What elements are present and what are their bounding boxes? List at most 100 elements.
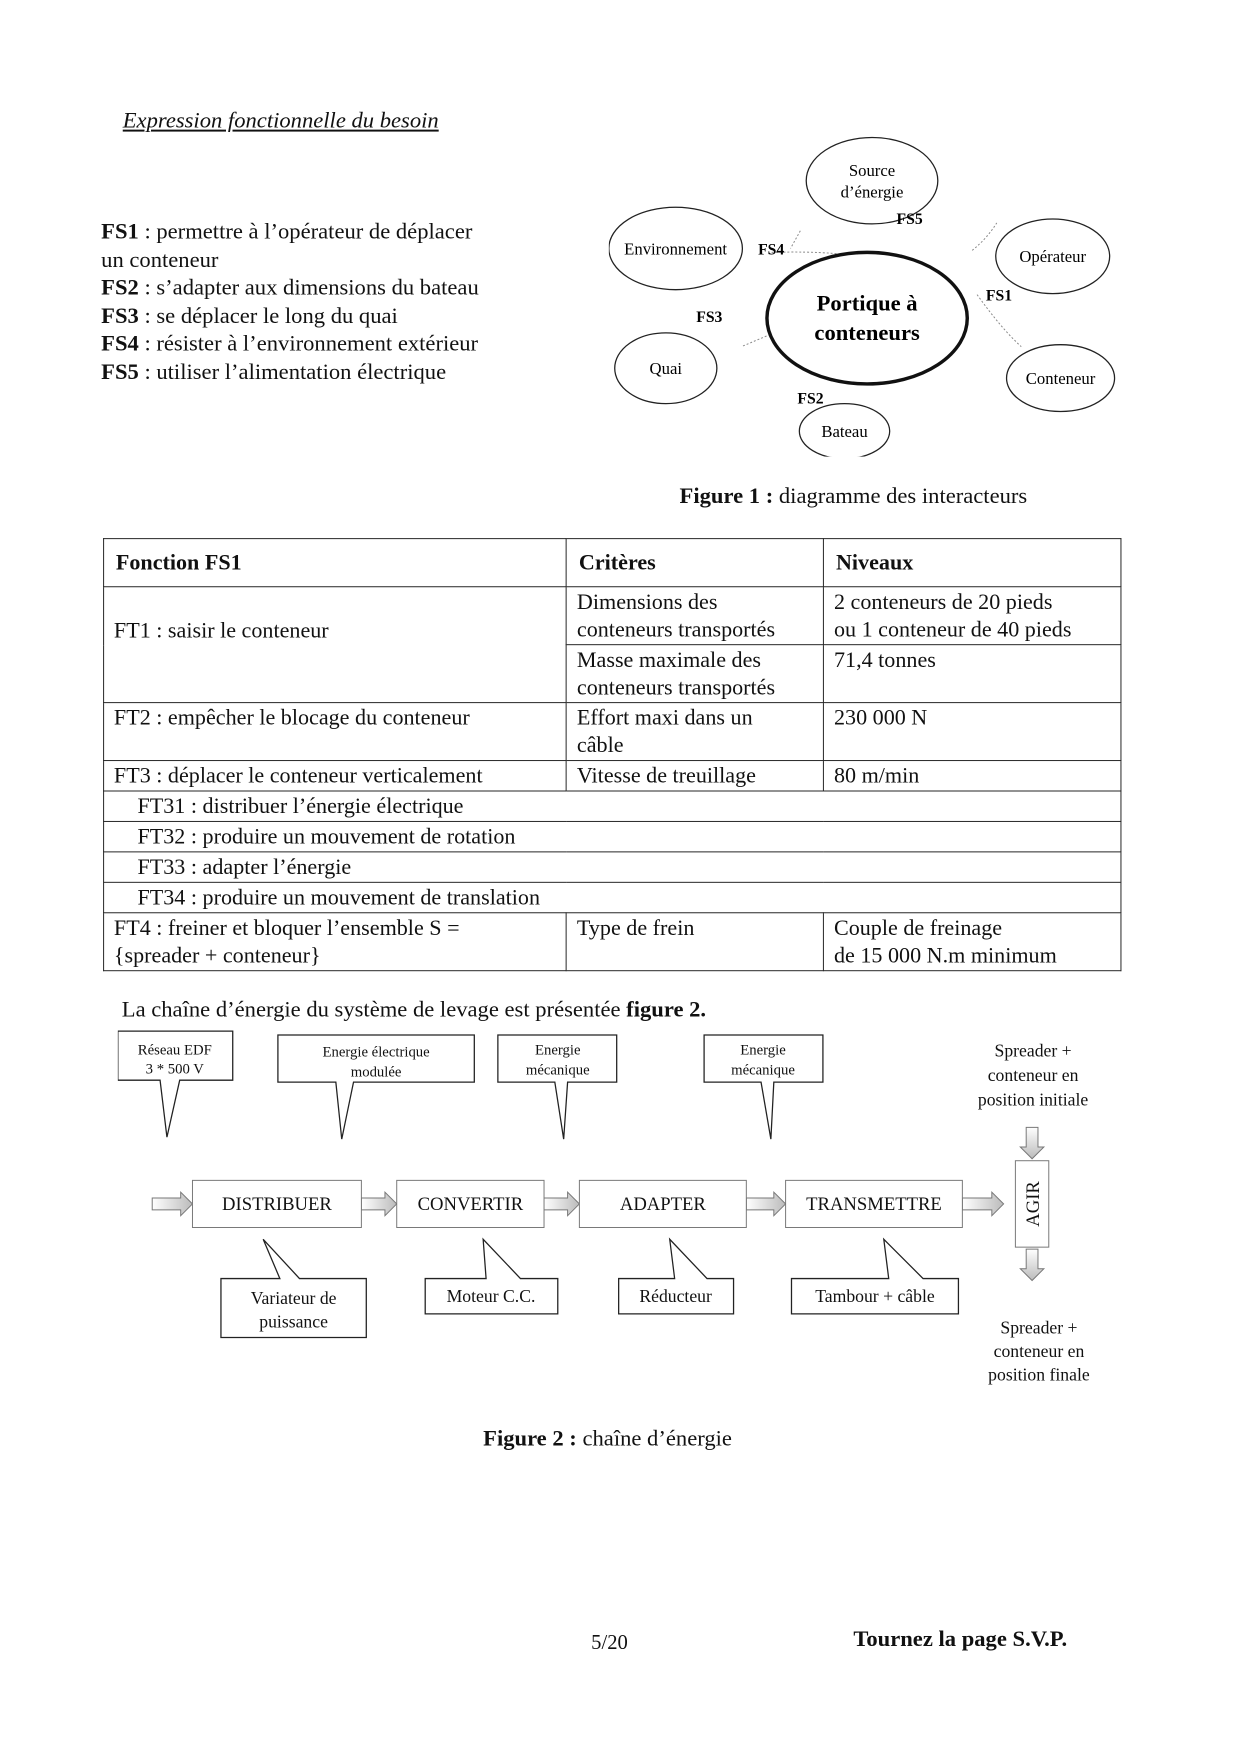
ft33-cell: FT33 : adapter l’énergie — [103, 851, 1122, 883]
header-fonction: Fonction FS1 — [103, 538, 568, 588]
final-state-3: position finale — [988, 1365, 1090, 1385]
ft1-cell: FT1 : saisir le conteneur — [103, 586, 568, 704]
flow-arrow-out-agir — [1019, 1248, 1046, 1282]
table-row: FT34 : produire un mouvement de translat… — [103, 881, 1122, 914]
node-environnement — [608, 206, 744, 291]
table-row: FT33 : adapter l’énergie — [103, 851, 1122, 883]
table-row: FT1 : saisir le conteneur Dimensions des… — [103, 586, 1122, 704]
callout-moteur — [424, 1237, 559, 1315]
function-convertir: CONVERTIR — [418, 1194, 524, 1215]
initial-state-2: conteneur en — [988, 1065, 1079, 1085]
function-distribuer: DISTRIBUER — [222, 1194, 332, 1215]
figure-2-caption: Figure 2 : chaîne d’énergie — [483, 1425, 732, 1451]
component-variateur-1: Variateur de — [251, 1288, 337, 1308]
node-bateau-label: Bateau — [821, 422, 868, 441]
interactor-diagram: Source d’énergie Environnement Opérateur… — [608, 136, 1116, 457]
section-heading: Expression fonctionnelle du besoin — [122, 108, 439, 133]
ft2-cell: FT2 : empêcher le blocage du conteneur — [103, 702, 568, 762]
ft4-cell: FT4 : freiner et bloquer l’ensemble S ={… — [103, 912, 568, 972]
ft3-cell: FT3 : déplacer le conteneur verticalemen… — [103, 760, 568, 792]
fs-list: FS1 : permettre à l’opérateur de déplace… — [101, 218, 479, 386]
component-variateur-2: puissance — [259, 1312, 328, 1332]
reseau-label-2: 3 * 500 V — [146, 1061, 205, 1077]
table-cell: 80 m/min — [823, 760, 1122, 792]
table-row: FT4 : freiner et bloquer l’ensemble S ={… — [103, 912, 1122, 972]
initial-state-1: Spreader + — [995, 1041, 1072, 1061]
flow-arrow-2 — [360, 1190, 398, 1217]
function-fs1: FS1 — [986, 287, 1012, 304]
flow-arrow-1 — [151, 1190, 194, 1217]
function-fs5: FS5 — [897, 211, 923, 228]
page-number: 5/20 — [591, 1630, 628, 1654]
flow-arrow-5 — [961, 1190, 1005, 1217]
ft34-cell: FT34 : produire un mouvement de translat… — [103, 881, 1122, 914]
function-agir: AGIR — [1023, 1181, 1044, 1227]
function-box-adapter — [578, 1179, 747, 1228]
fs-item-4: FS4 : résister à l’environnement extérie… — [101, 330, 479, 356]
flow-1-label-1: Energie électrique — [323, 1045, 431, 1061]
function-box-transmettre — [785, 1179, 963, 1228]
function-box-agir — [1014, 1160, 1050, 1248]
function-box-distribuer — [191, 1179, 362, 1228]
flow-arrow-3 — [543, 1190, 581, 1217]
reseau-label-1: Réseau EDF — [138, 1043, 212, 1059]
function-transmettre: TRANSMETTRE — [806, 1194, 942, 1215]
node-bateau — [798, 402, 891, 457]
component-reducteur: Réducteur — [639, 1286, 712, 1306]
table-cell: 230 000 N — [823, 702, 1122, 762]
node-quai-label: Quai — [650, 359, 683, 378]
final-state-2: conteneur en — [994, 1341, 1085, 1361]
node-source — [805, 136, 939, 225]
flow-1-label-2: modulée — [351, 1064, 402, 1080]
fs-item-1-cont: un conteneur — [101, 246, 219, 272]
fs1-table: Fonction FS1 Critères Niveaux FT1 : sais… — [103, 538, 1122, 972]
flow-arrow-4 — [745, 1190, 787, 1217]
table-row: FT31 : distribuer l’énergie électrique — [103, 790, 1122, 822]
table-row: FT32 : produire un mouvement de rotation — [103, 820, 1122, 853]
header-criteres: Critères — [566, 538, 825, 588]
callout-reseau — [117, 1030, 234, 1138]
callout-flow-1 — [277, 1034, 475, 1140]
flow-2-label-2: mécanique — [526, 1062, 590, 1078]
chain-intro: La chaîne d’énergie du système de levage… — [121, 996, 707, 1022]
page: Expression fonctionnelle du besoin FS1 :… — [101, 108, 1122, 1654]
center-label-2: conteneurs — [814, 320, 920, 345]
final-state-1: Spreader + — [1000, 1318, 1077, 1338]
fs-item-3: FS3 : se déplacer le long du quai — [101, 302, 398, 328]
center-label-1: Portique à — [817, 290, 918, 315]
node-source-label-2: d’énergie — [841, 182, 904, 201]
function-box-convertir — [396, 1179, 545, 1228]
node-operateur — [995, 218, 1111, 295]
ft31-cell: FT31 : distribuer l’énergie électrique — [103, 790, 1122, 822]
turn-page-note: Tournez la page S.V.P. — [853, 1626, 1068, 1651]
component-moteur: Moteur C.C. — [447, 1286, 536, 1306]
flow-3-label-1: Energie — [740, 1043, 786, 1059]
fs-item-2: FS2 : s’adapter aux dimensions du bateau — [101, 274, 479, 300]
initial-state-3: position initiale — [978, 1090, 1089, 1110]
callout-tambour — [790, 1237, 960, 1315]
node-conteneur-label: Conteneur — [1026, 369, 1096, 388]
flow-3-label-2: mécanique — [731, 1062, 795, 1078]
table-cell: Type de frein — [566, 912, 825, 972]
component-tambour: Tambour + câble — [815, 1286, 935, 1306]
header-niveaux: Niveaux — [823, 538, 1122, 588]
flow-2-label-1: Energie — [535, 1043, 581, 1059]
function-adapter: ADAPTER — [620, 1194, 707, 1215]
node-quai — [614, 332, 718, 405]
callout-reducteur — [618, 1237, 735, 1315]
table-row: FT2 : empêcher le blocage du conteneur E… — [103, 702, 1122, 762]
node-environnement-label: Environnement — [624, 239, 727, 258]
node-source-label-1: Source — [849, 161, 895, 180]
node-operateur-label: Opérateur — [1019, 247, 1086, 266]
table-cell: 71,4 tonnes — [823, 644, 1122, 704]
energy-chain-diagram: DISTRIBUER CONVERTIR ADAPTER TRANSMETTRE… — [117, 1030, 1090, 1385]
callout-variateur — [220, 1238, 367, 1339]
callout-flow-2 — [497, 1034, 618, 1140]
function-fs4: FS4 — [758, 241, 784, 258]
table-cell: Vitesse de treuillage — [566, 760, 825, 792]
function-fs3: FS3 — [696, 309, 722, 326]
